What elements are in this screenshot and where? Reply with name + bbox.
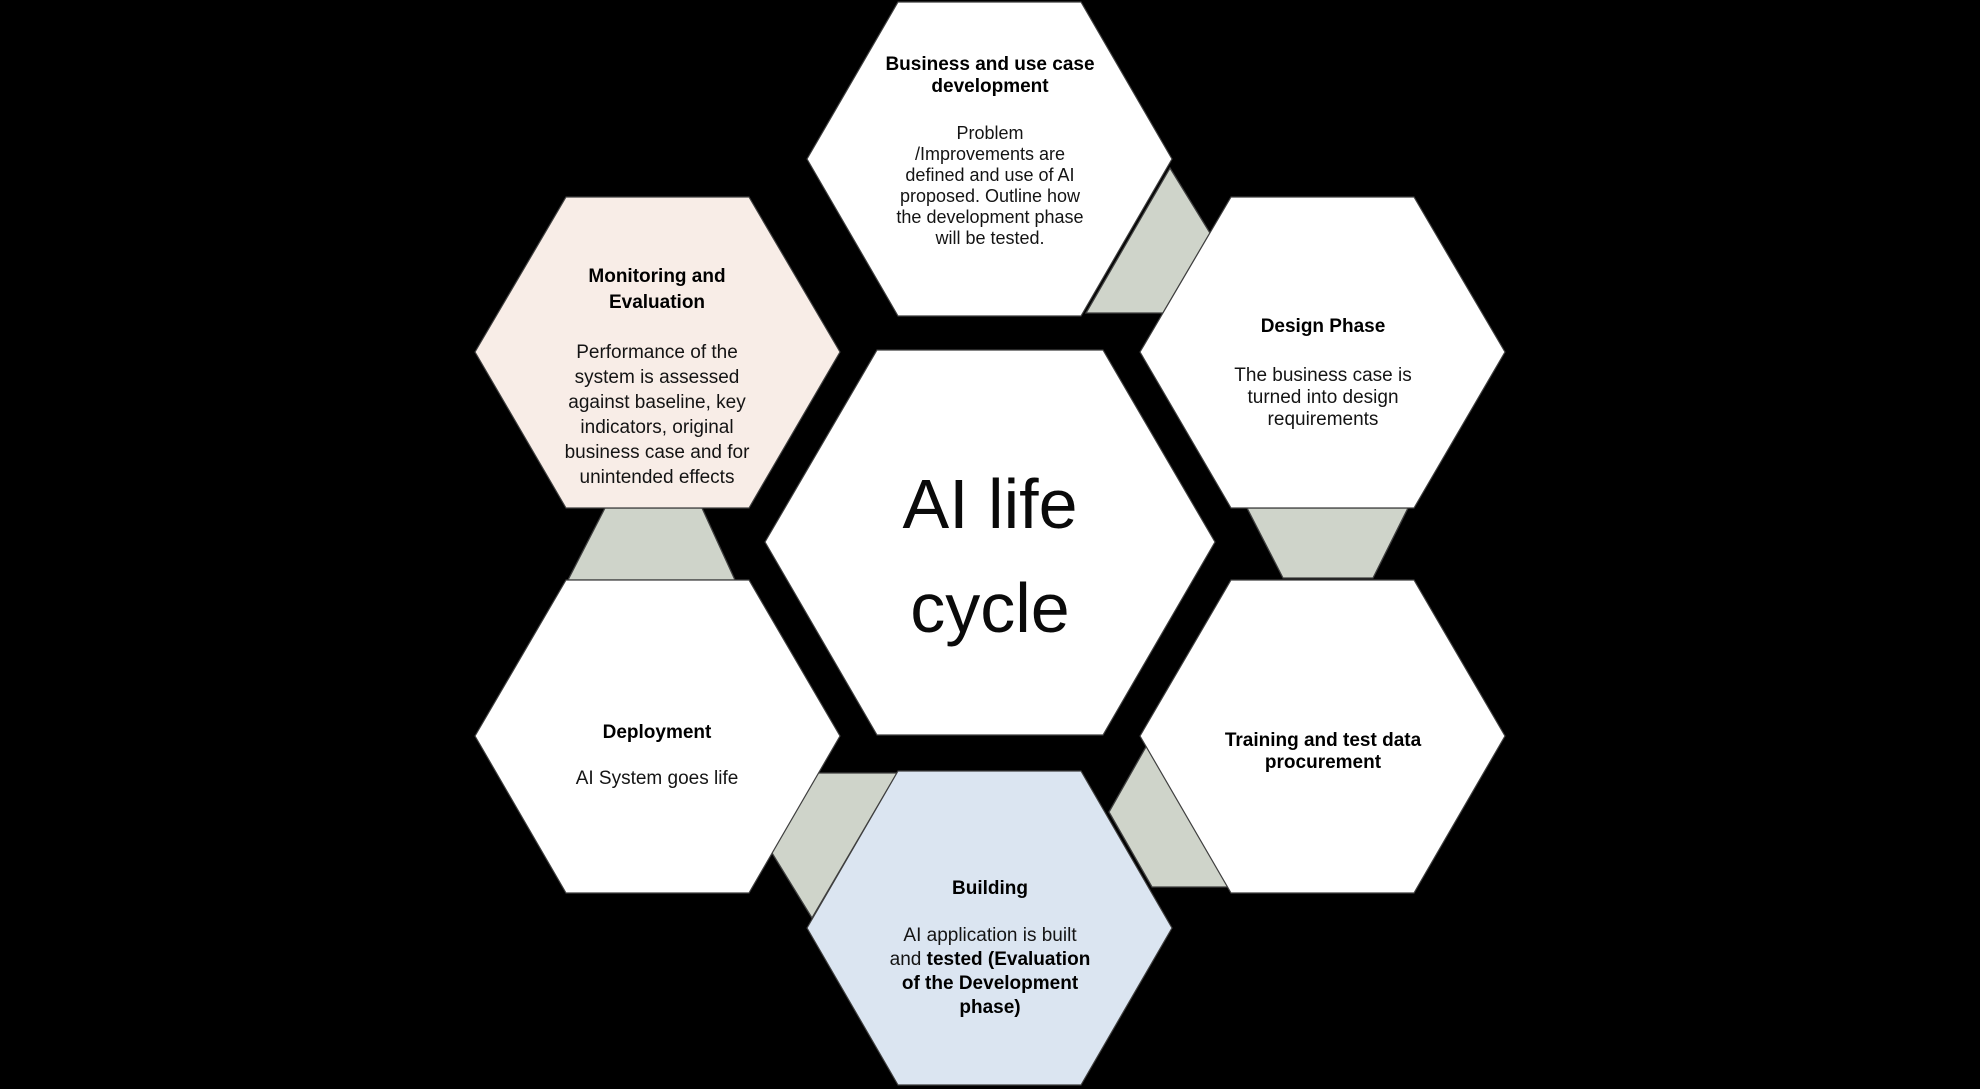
hexagon-design	[1139, 196, 1506, 509]
node-building-body-regular: AI application is built and	[889, 925, 1077, 970]
node-building-body-bold: tested (Evaluation of the Development ph…	[901, 949, 1091, 1018]
hexagon-monitoring	[474, 196, 841, 509]
node-deployment: Deployment AI System goes life	[527, 704, 787, 809]
node-deployment-body: AI System goes life	[575, 768, 739, 789]
node-monitoring: Monitoring and Evaluation Performance of…	[532, 246, 782, 508]
hexagon-business	[806, 1, 1173, 317]
node-training: Training and test data procurement	[1183, 712, 1463, 792]
connector-monitoring-deployment	[566, 507, 737, 581]
node-building-title: Building	[952, 878, 1028, 899]
node-monitoring-body: Performance of the system is assessed ag…	[564, 342, 750, 488]
hexagon-center	[764, 349, 1216, 736]
hexagon-training	[1139, 579, 1506, 894]
node-business-title: Business and use case development	[885, 54, 1095, 97]
connector-design-training	[1245, 507, 1410, 579]
node-center-title: AI life cycle	[902, 465, 1078, 647]
node-building-body: AI application is built and tested (Eval…	[855, 924, 1125, 1020]
node-business: Business and use case development Proble…	[858, 36, 1122, 267]
node-monitoring-title: Monitoring and Evaluation	[588, 266, 726, 313]
hexagon-building	[806, 770, 1173, 1086]
node-design-title: Design Phase	[1260, 316, 1386, 337]
node-building: Building AI application is built and tes…	[855, 860, 1125, 1038]
node-deployment-title: Deployment	[602, 722, 712, 743]
node-design: Design Phase The business case is turned…	[1193, 298, 1453, 449]
node-training-title: Training and test data procurement	[1224, 730, 1422, 773]
node-business-body: Problem /Improvements are defined and us…	[896, 123, 1084, 248]
hexagon-deployment	[474, 579, 841, 894]
node-design-body: The business case is turned into design …	[1234, 365, 1412, 430]
